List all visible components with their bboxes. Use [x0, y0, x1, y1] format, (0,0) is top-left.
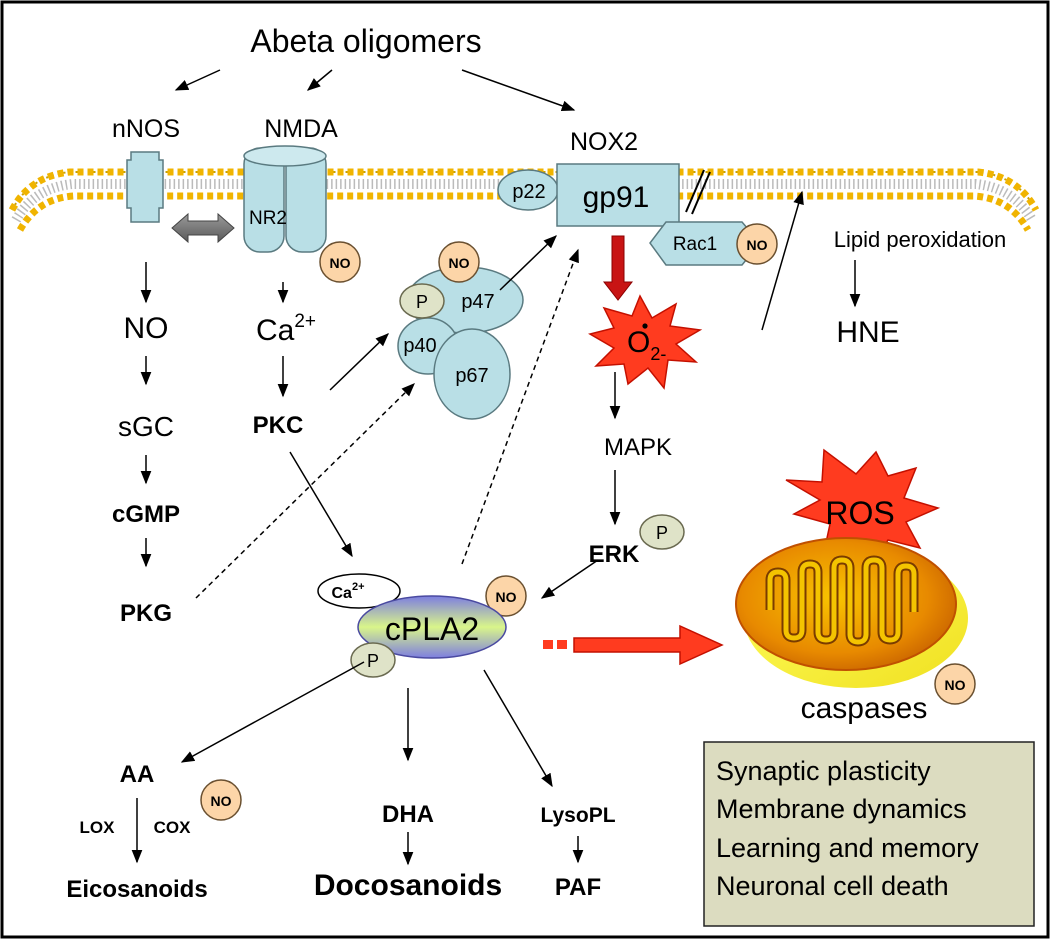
cpla2-to-mito-arrow: [543, 624, 724, 666]
superoxide-radical-dot: [642, 323, 648, 329]
pkc-label: PKC: [253, 412, 304, 439]
sgc-label: sGC: [118, 411, 174, 442]
no-label-p47: NO: [449, 255, 470, 271]
calcium-base: Ca: [256, 314, 295, 347]
no-label-rac1: NO: [747, 237, 768, 253]
mapk-label: MAPK: [604, 434, 672, 461]
caspases-label: caspases: [801, 692, 928, 725]
erk-phospho-label: P: [656, 523, 668, 543]
calcium-charge: 2+: [294, 311, 316, 332]
nr2-label: NR2: [249, 208, 287, 229]
p47-label: p47: [461, 291, 494, 313]
function-item: Learning and memory: [716, 833, 979, 863]
p47-phospho-label: P: [416, 292, 428, 312]
lysopl-label: LysoPL: [540, 804, 615, 827]
no-product-label: NO: [124, 312, 169, 345]
cpla2-enzyme: [317, 573, 507, 678]
gp91-label: gp91: [583, 181, 650, 214]
erk-phosphate: [639, 514, 685, 550]
pkg-label: PKG: [120, 600, 172, 627]
abeta-label: Abeta oligomers: [250, 23, 481, 59]
nox2-complex: [497, 163, 761, 266]
superoxide-charge: 2-: [650, 344, 666, 364]
interaction-double-arrow: [171, 212, 235, 244]
erk-label: ERK: [589, 541, 640, 568]
no-label-caspases: NO: [945, 677, 966, 693]
lipid-peroxidation-label: Lipid peroxidation: [834, 227, 1006, 252]
cpla2-calcium-base: Ca: [332, 585, 353, 602]
nnos-channel: [126, 151, 164, 223]
nmda-receptor: [243, 145, 327, 253]
cpla2-calcium-label: Ca2+: [332, 581, 365, 602]
lox-label: LOX: [80, 818, 116, 837]
cox-label: COX: [154, 818, 192, 837]
cpla2-calcium-charge: 2+: [352, 581, 365, 593]
ros-starburst: [785, 448, 941, 568]
p22-label: p22: [512, 181, 545, 203]
no-label-cox: NO: [211, 793, 232, 809]
function-item: Neuronal cell death: [716, 871, 949, 901]
calcium-label: Ca2+: [256, 311, 316, 347]
p67-label: p67: [455, 365, 488, 387]
p40-label: p40: [403, 335, 436, 357]
functions-box: [703, 741, 1035, 927]
docosanoids-label: Docosanoids: [314, 869, 502, 902]
pathway-arrows: [131, 69, 861, 866]
cytosolic-subunits: [397, 266, 524, 420]
nmda-label: NMDA: [264, 115, 338, 143]
dha-label: DHA: [382, 801, 434, 828]
function-item: Synaptic plasticity: [716, 756, 931, 786]
nnos-label: nNOS: [112, 115, 180, 143]
no-markers: [200, 223, 976, 821]
functions-list: Synaptic plasticity Membrane dynamics Le…: [716, 756, 979, 901]
superoxide-starburst: [588, 294, 703, 390]
hne-label: HNE: [836, 316, 899, 349]
no-label-nmda: NO: [330, 255, 351, 271]
eicosanoids-label: Eicosanoids: [66, 876, 207, 903]
paf-label: PAF: [555, 874, 601, 901]
mitochondrion: [735, 537, 968, 688]
cpla2-label: cPLA2: [385, 611, 479, 647]
cell-membrane: [8, 168, 1040, 232]
superoxide-base: O: [627, 326, 650, 359]
rac1-label: Rac1: [673, 234, 717, 255]
superoxide-production-arrow: [602, 235, 634, 301]
cgmp-label: cGMP: [112, 501, 180, 528]
superoxide-label: O2-: [627, 326, 666, 364]
nox2-label: NOX2: [570, 128, 638, 156]
cpla2-phospho-label: P: [367, 651, 379, 671]
no-label-cpla2: NO: [496, 589, 517, 605]
ros-label: ROS: [825, 495, 894, 531]
aa-label: AA: [120, 761, 155, 788]
function-item: Membrane dynamics: [716, 794, 967, 824]
